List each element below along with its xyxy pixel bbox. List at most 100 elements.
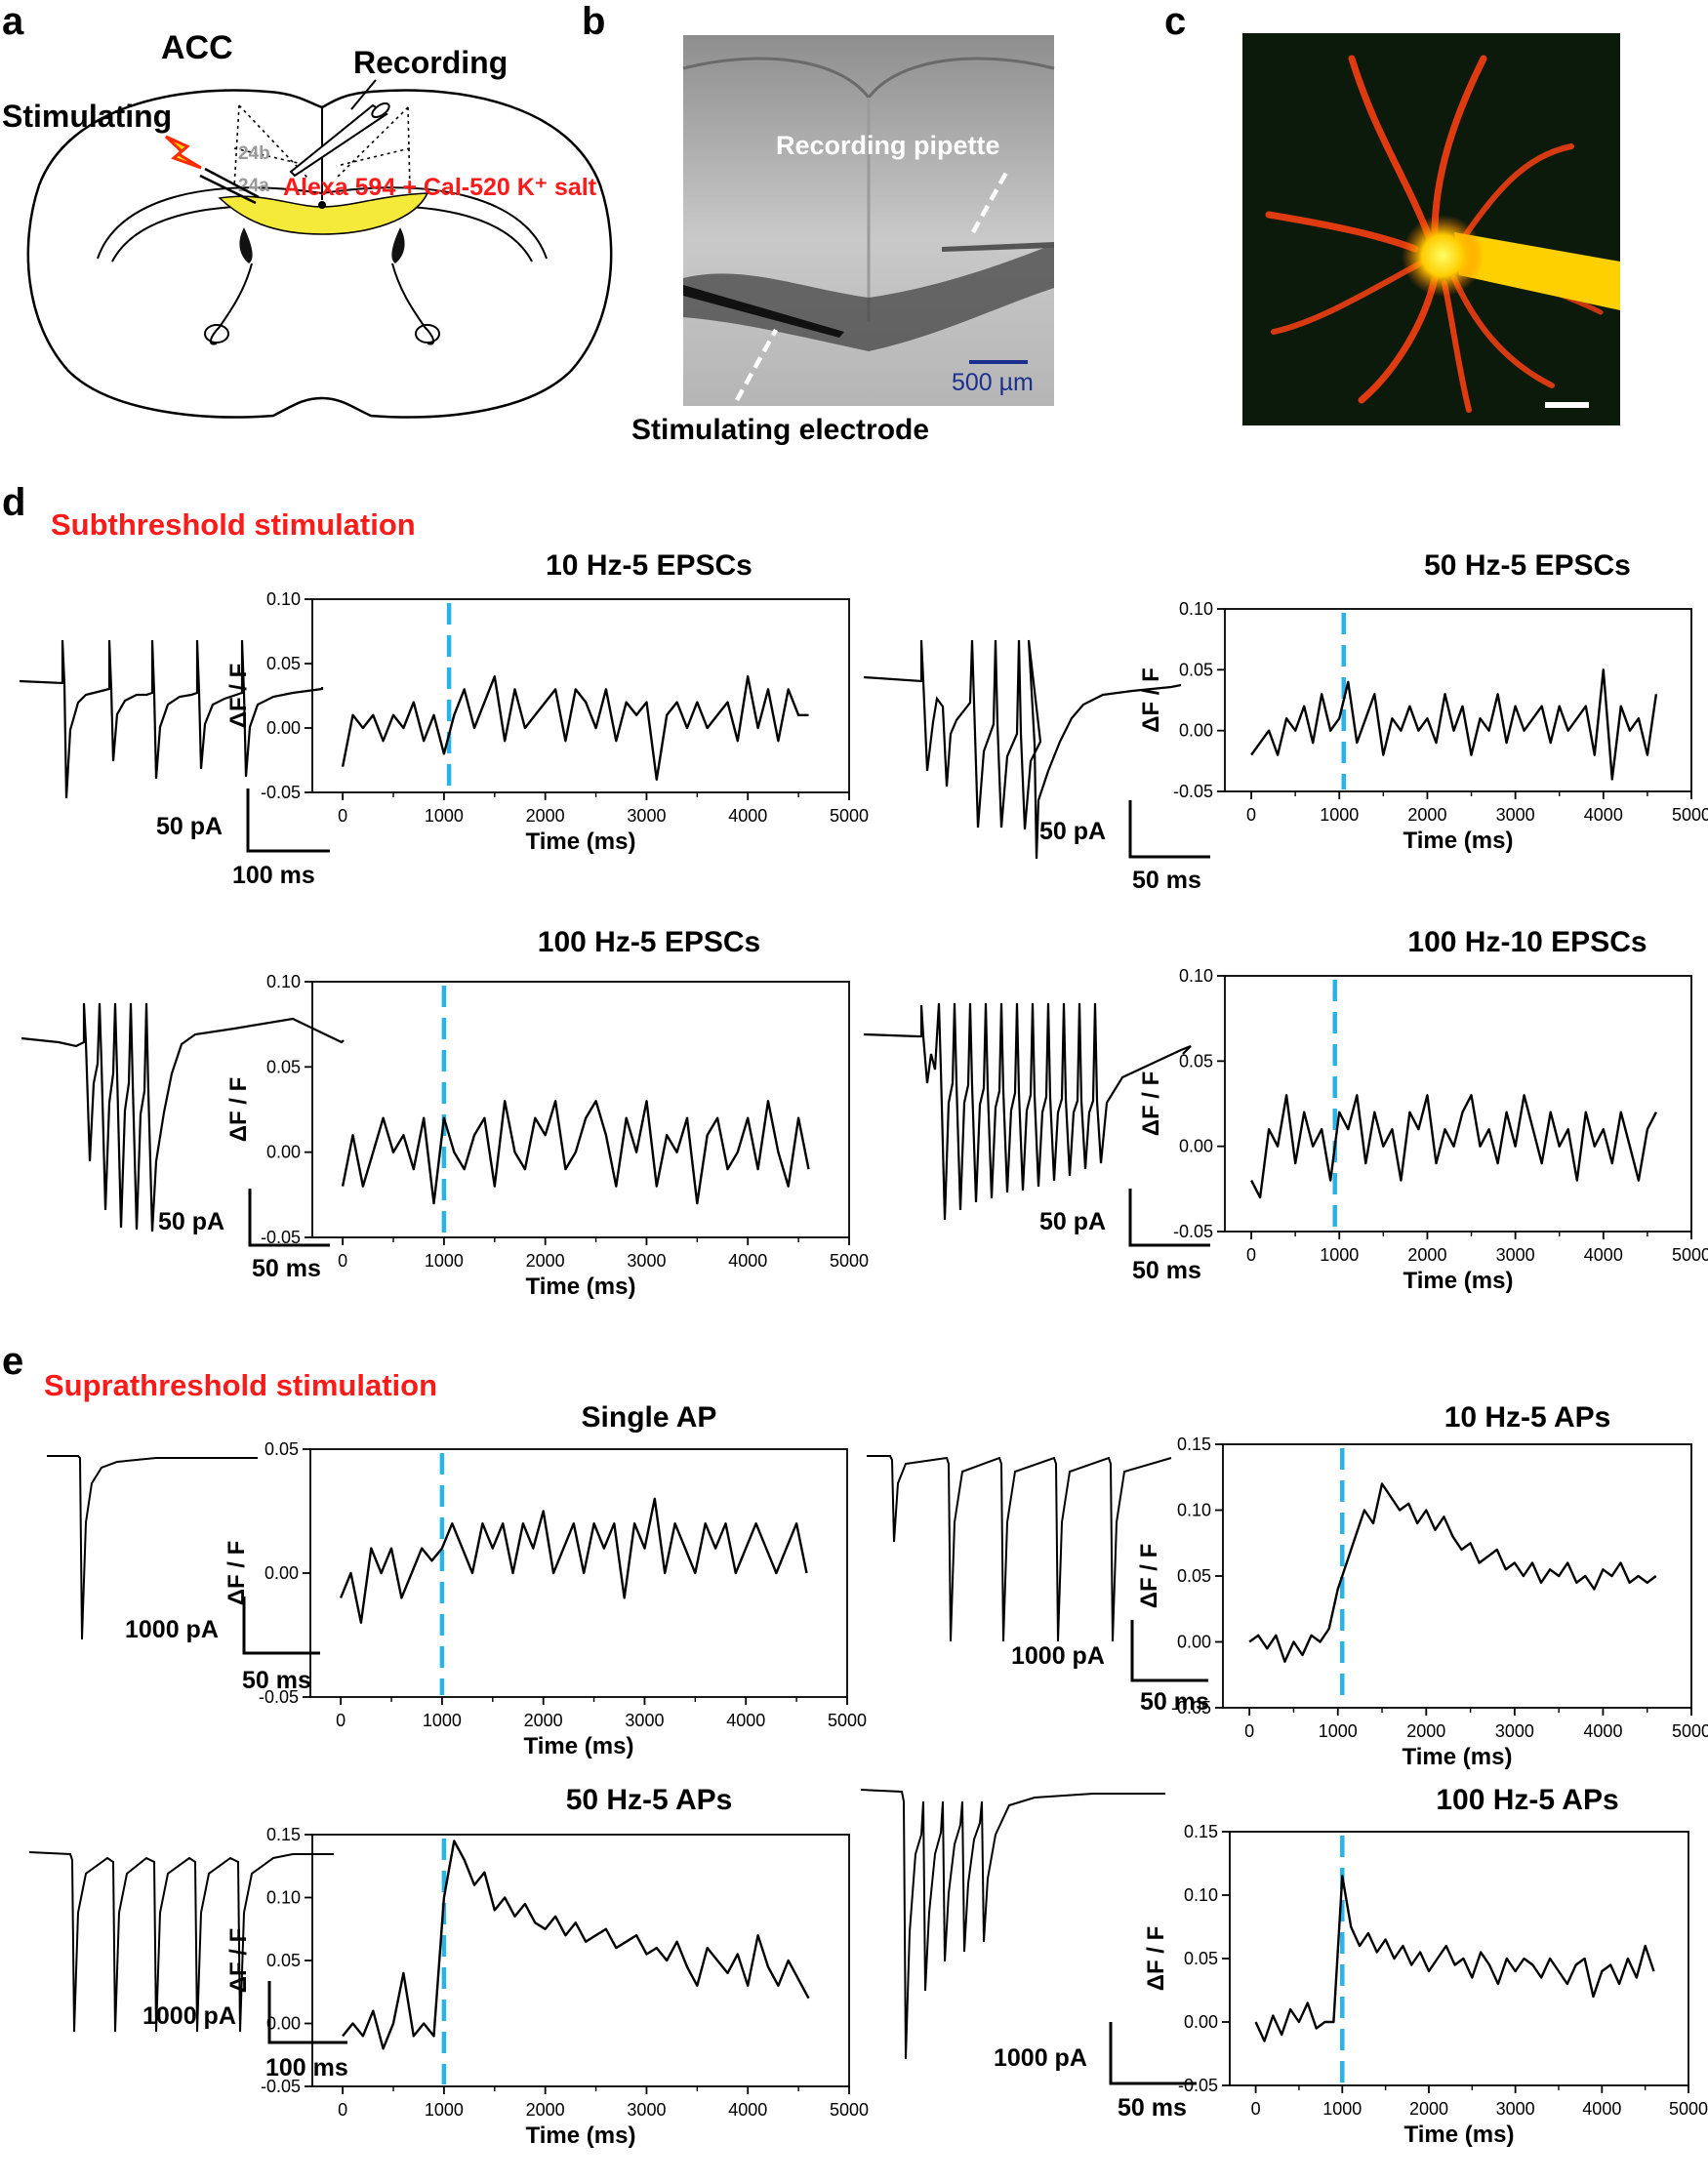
x-axis-label: Time (ms)	[1403, 1268, 1514, 1294]
chart-title: 100 Hz-10 EPSCs	[1407, 926, 1647, 958]
y-tick-label: -0.05	[1173, 782, 1213, 801]
y-tick-label: 0.05	[1179, 660, 1213, 679]
x-tick-label: 1000	[425, 1251, 464, 1271]
chart-title: 50 Hz-5 APs	[566, 1784, 733, 1816]
recording-label: Recording	[353, 45, 508, 80]
scale-bar	[246, 788, 330, 853]
soma	[1402, 215, 1484, 297]
section-d-title: Subthreshold stimulation	[51, 507, 416, 542]
x-tick-label: 3000	[1495, 1721, 1534, 1741]
current-trace	[863, 1002, 1192, 1221]
y-tick-label: 0.05	[266, 1057, 301, 1076]
brain-schematic: 24b 24a ACC Recording Stimulating Alexa …	[2, 29, 613, 419]
plot-frame	[311, 1834, 850, 2087]
x-tick-label: 3000	[1496, 805, 1535, 825]
x-tick-label: 2000	[1407, 805, 1446, 825]
chart-title: 50 Hz-5 EPSCs	[1424, 549, 1631, 582]
scale-label-x: 50 ms	[1118, 2094, 1187, 2122]
scale-label-y: 1000 pA	[125, 1616, 219, 1643]
stimulating-electrode-icon	[199, 167, 260, 205]
x-tick-label: 1000	[425, 806, 464, 826]
series-line	[341, 675, 809, 781]
scale-label-y: 1000 pA	[994, 2044, 1087, 2072]
x-tick-label: 0	[338, 1251, 347, 1271]
x-tick-label: 1000	[1319, 1721, 1358, 1741]
y-tick-label: -0.05	[259, 1687, 299, 1707]
ventral-structure-left	[204, 324, 229, 344]
chart-title: Single AP	[582, 1401, 717, 1434]
current-trace	[28, 1851, 334, 2033]
scale-label-x: 50 ms	[1140, 1688, 1209, 1716]
x-tick-label: 5000	[1672, 805, 1708, 825]
scale-label-x: 100 ms	[232, 862, 315, 889]
x-axis-label: Time (ms)	[1404, 2122, 1515, 2148]
y-tick-label: 0.00	[1177, 1633, 1211, 1652]
y-axis-label: ΔF / F	[224, 1541, 250, 1606]
current-trace	[19, 639, 324, 799]
panel-letter-d: d	[2, 481, 25, 524]
x-tick-label: 0	[1244, 1721, 1254, 1741]
chart-title: 100 Hz-5 APs	[1436, 1784, 1618, 1816]
x-tick-label: 3000	[627, 2100, 666, 2120]
x-tick-label: 1000	[423, 1711, 462, 1730]
x-axis-label: Time (ms)	[1403, 1744, 1513, 1770]
series-line	[1250, 1094, 1657, 1199]
central-canal	[318, 201, 326, 209]
plot-frame	[1222, 1443, 1692, 1709]
plot-frame	[311, 598, 850, 793]
y-tick-label: 0.00	[264, 1563, 299, 1583]
x-tick-label: 5000	[1672, 1245, 1708, 1265]
stimulating-electrode-dash	[735, 328, 778, 402]
scale-bar	[1109, 2022, 1197, 2085]
x-tick-label: 5000	[1669, 2099, 1708, 2119]
y-tick-label: 0.00	[1184, 2012, 1218, 2032]
acc-boundary-lines	[233, 104, 411, 191]
stimulating-electrode-label: Stimulating electrode	[631, 414, 929, 446]
series-line	[342, 1839, 810, 2050]
section-e-title: Suprathreshold stimulation	[44, 1368, 437, 1402]
series-line	[1248, 1482, 1657, 1664]
y-tick-label: 0.10	[1179, 599, 1213, 619]
current-trace	[867, 1455, 1172, 1642]
stimulating-label: Stimulating	[2, 99, 172, 134]
x-tick-label: 5000	[830, 806, 869, 826]
plot-frame	[309, 1448, 848, 1698]
x-tick-label: 5000	[1672, 1721, 1708, 1741]
panel-letter-a: a	[2, 0, 24, 43]
y-axis-label: ΔF / F	[1138, 1071, 1164, 1137]
x-axis-label: Time (ms)	[526, 2122, 636, 2149]
brightfield-image: Recording pipette Stimulating electrode …	[631, 35, 1055, 446]
series-line	[341, 1100, 810, 1205]
scale-label-y: 50 pA	[1039, 1208, 1106, 1235]
x-tick-label: 1000	[1320, 805, 1359, 825]
x-axis-label: Time (ms)	[526, 829, 636, 855]
y-tick-label: 0.10	[266, 972, 301, 991]
x-axis-label: Time (ms)	[524, 1733, 634, 1759]
scale-label-x: 50 ms	[252, 1255, 321, 1282]
ephys-trace-d1: 50 pA 100 ms	[19, 639, 330, 889]
y-tick-label: -0.05	[1171, 1698, 1211, 1718]
x-tick-label: 4000	[728, 2100, 767, 2120]
lightning-icon	[164, 135, 202, 170]
ephys-trace-e1: 1000 pA 50 ms	[47, 1455, 320, 1694]
scale-label-y: 50 pA	[1039, 818, 1106, 845]
x-tick-label: 2000	[526, 1251, 565, 1271]
fornix-left	[209, 263, 253, 345]
y-tick-label: 0.05	[266, 654, 301, 673]
y-axis-label: ΔF / F	[1138, 667, 1164, 733]
y-tick-label: 0.10	[266, 589, 301, 609]
x-tick-label: 2000	[526, 2100, 565, 2120]
x-tick-label: 2000	[1409, 2099, 1448, 2119]
y-axis-label: ΔF / F	[1136, 1544, 1162, 1609]
y-tick-label: 0.00	[266, 1143, 301, 1162]
x-tick-label: 0	[338, 2100, 347, 2120]
plot-frame	[311, 981, 850, 1238]
x-tick-label: 4000	[728, 1251, 767, 1271]
fornix-right	[391, 263, 435, 345]
x-tick-label: 5000	[830, 2100, 869, 2120]
current-trace	[863, 639, 1182, 860]
y-axis-label: ΔF / F	[1143, 1926, 1169, 1992]
